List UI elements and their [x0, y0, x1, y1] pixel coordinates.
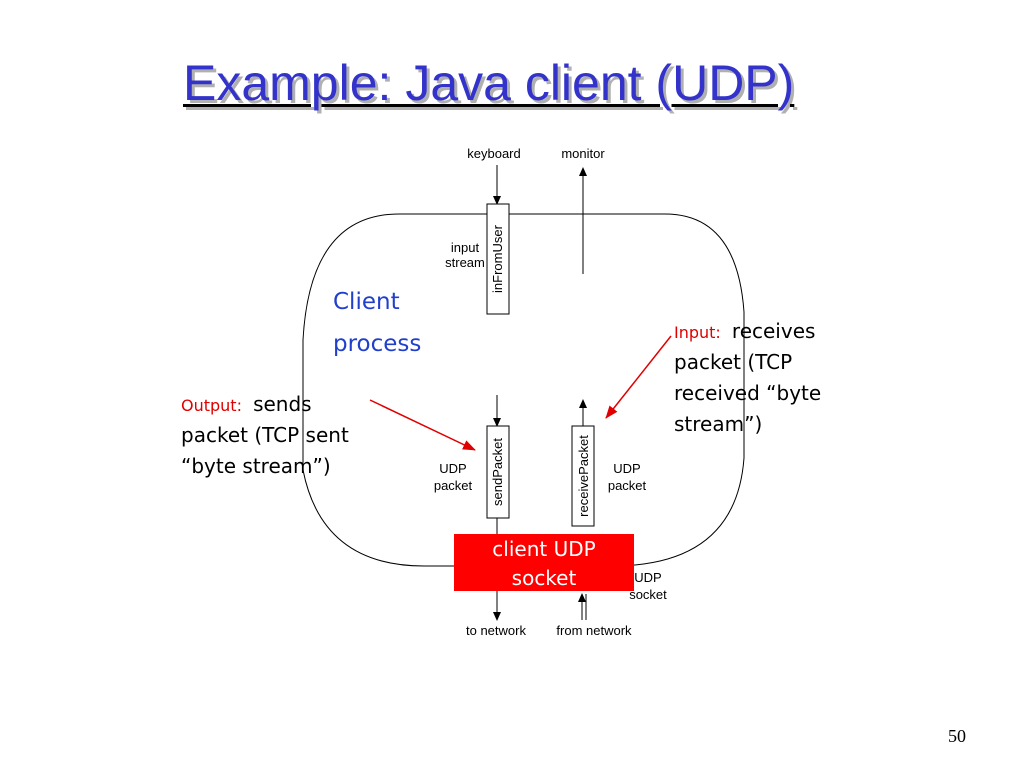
input-callout-label: Input:	[674, 323, 721, 342]
client-process-boundary	[302, 213, 745, 567]
udp-socket-line2: socket	[629, 587, 667, 602]
in-from-user-stream	[486, 203, 510, 315]
input-callout-arrow	[605, 335, 672, 419]
output-callout-label: Output:	[181, 396, 242, 415]
client-udp-socket-line2: socket	[512, 566, 577, 590]
output-callout-arrow	[369, 399, 476, 451]
output-callout-line3: “byte stream”)	[181, 454, 331, 478]
client-process-label-line2: process	[333, 331, 421, 357]
input-callout-line1: Input: receives	[674, 319, 815, 343]
send-packet-stream	[486, 425, 510, 519]
input-stream-label-line2: stream	[445, 255, 485, 270]
in-from-user-label: inFromUser	[490, 224, 505, 293]
client-udp-socket-line1: client UDP	[492, 537, 595, 561]
input-callout-line1-rest: receives	[732, 319, 816, 343]
send-packet-label: sendPacket	[490, 438, 505, 506]
udp-packet-left-line2: packet	[434, 478, 473, 493]
slide-title: Example: Java client (UDP)	[183, 58, 794, 108]
udp-socket-line1: UDP	[634, 570, 661, 585]
receive-packet-label: receivePacket	[576, 435, 591, 517]
receive-packet-stream	[571, 425, 595, 527]
input-stream-label-line1: input	[451, 240, 480, 255]
output-callout-line2: packet (TCP sent	[181, 423, 349, 447]
page-number: 50	[948, 726, 966, 746]
input-callout-line2: packet (TCP	[674, 350, 792, 374]
udp-packet-left-line1: UDP	[439, 461, 466, 476]
udp-packet-right-line1: UDP	[613, 461, 640, 476]
client-process-label-line1: Client	[333, 289, 400, 315]
keyboard-label: keyboard	[467, 146, 520, 161]
title-text: Example: Java client (UDP)	[183, 55, 795, 111]
monitor-label: monitor	[561, 146, 605, 161]
input-callout-line4: stream”)	[674, 412, 762, 436]
udp-packet-right-line2: packet	[608, 478, 647, 493]
to-network-label: to network	[466, 623, 526, 638]
input-callout-line3: received “byte	[674, 381, 821, 405]
from-network-label: from network	[556, 623, 632, 638]
output-callout-line1-rest: sends	[253, 392, 312, 416]
output-callout-line1: Output: sends	[181, 392, 312, 416]
client-udp-socket	[454, 534, 634, 591]
